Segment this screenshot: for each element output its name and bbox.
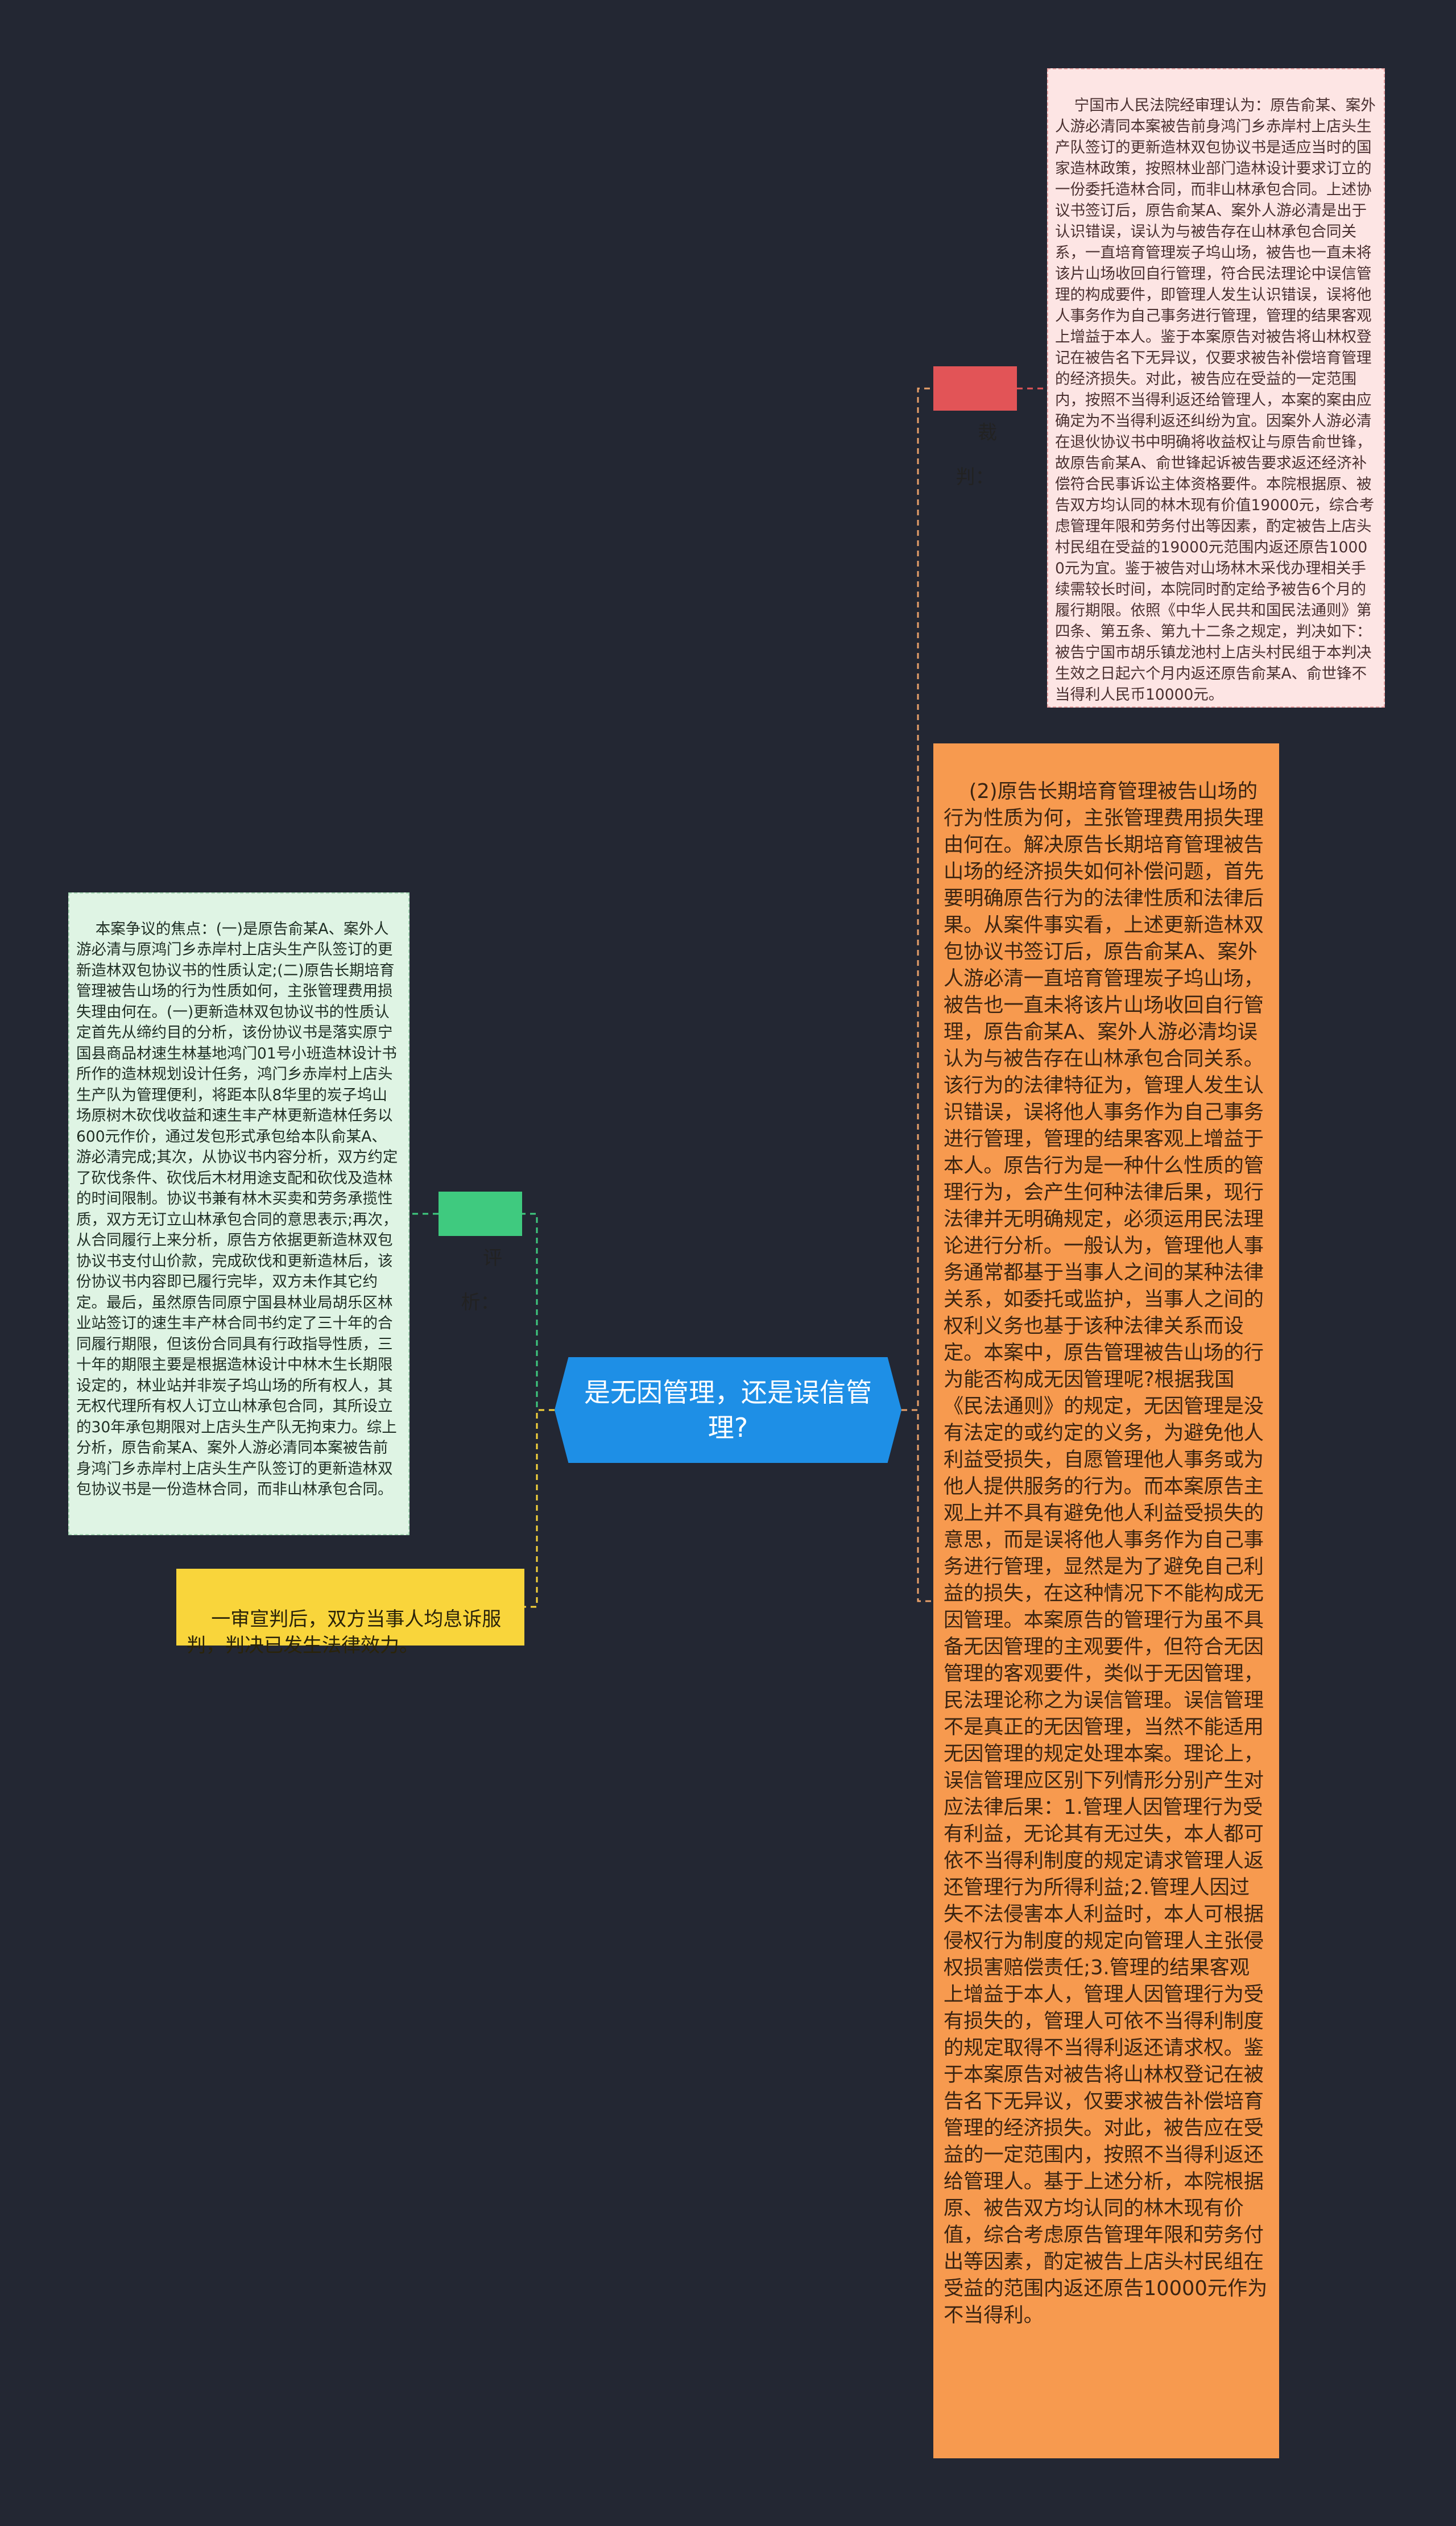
verdict-detail-text: 宁国市人民法院经审理认为：原告俞某、案外人游必清同本案被告前身鸿门乡赤岸村上店头… bbox=[1055, 97, 1376, 704]
connector-root-judgement bbox=[524, 1409, 555, 1608]
root-node-text: 是无因管理，还是误信管理? bbox=[584, 1377, 872, 1443]
connector-root-analysis bbox=[901, 1409, 933, 1602]
review-label-node[interactable]: 评析： bbox=[439, 1192, 522, 1314]
judgement-node[interactable]: 一审宣判后，双方当事人均息诉服判，判决已发生法律效力。 bbox=[176, 1569, 524, 1657]
connector-root-review bbox=[522, 1213, 555, 1411]
review-label-text: 评析： bbox=[461, 1247, 503, 1314]
analysis-detail-text: (2)原告长期培育管理被告山场的行为性质为何，主张管理费用损失理由何在。解决原告… bbox=[944, 780, 1268, 2327]
analysis-detail-node[interactable]: (2)原告长期培育管理被告山场的行为性质为何，主张管理费用损失理由何在。解决原告… bbox=[933, 743, 1279, 2458]
verdict-label-text: 裁判： bbox=[956, 421, 998, 489]
verdict-detail-node[interactable]: 宁国市人民法院经审理认为：原告俞某、案外人游必清同本案被告前身鸿门乡赤岸村上店头… bbox=[1047, 68, 1385, 708]
verdict-label-node[interactable]: 裁判： bbox=[933, 366, 1017, 489]
review-detail-text: 本案争议的焦点：(一)是原告俞某A、案外人游必清与原鸿门乡赤岸村上店头生产队签订… bbox=[76, 920, 398, 1499]
root-node[interactable]: 是无因管理，还是误信管理? bbox=[555, 1357, 901, 1463]
judgement-text: 一审宣判后，双方当事人均息诉服判，判决已发生法律效力。 bbox=[187, 1608, 502, 1657]
review-detail-node[interactable]: 本案争议的焦点：(一)是原告俞某A、案外人游必清与原鸿门乡赤岸村上店头生产队签订… bbox=[68, 892, 410, 1535]
connector-root-verdict bbox=[901, 387, 933, 1411]
